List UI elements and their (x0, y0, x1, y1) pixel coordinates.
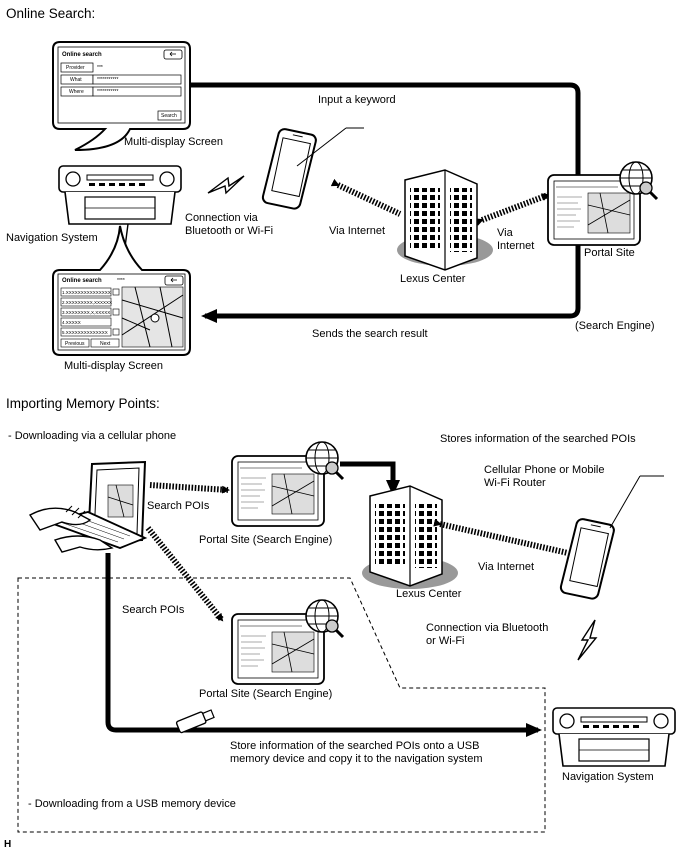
top-screen-row-label: Where (69, 89, 84, 95)
lexus-center-building-2 (369, 485, 443, 587)
top-screen-title: Online search (62, 52, 102, 58)
portal-site-label: Portal Site (584, 247, 635, 259)
cell-phone-label-line2: Wi-Fi Router (484, 477, 546, 489)
smartphone-icon (260, 126, 319, 212)
cell-phone-label-line1: Cellular Phone or Mobile (484, 464, 605, 476)
cellular-phone-icon (558, 516, 617, 602)
laptop-with-hands (28, 460, 148, 553)
download-cellular-label: - Downloading via a cellular phone (8, 430, 177, 442)
top-multi-display-screen (52, 41, 191, 151)
previous-button[interactable]: Previous (65, 341, 85, 347)
connection-label-2-line2: or Wi-Fi (426, 635, 465, 647)
store-info-usb-line1: Store information of the searched POIs o… (230, 740, 480, 752)
via-internet-label-right-line2: Internet (497, 240, 535, 252)
internet-link-router (433, 518, 569, 556)
via-internet-label: Via Internet (478, 561, 535, 573)
sends-result-label: Sends the search result (312, 328, 428, 340)
lexus-center-label: Lexus Center (400, 273, 466, 285)
portal-site-label-mid: Portal Site (Search Engine) (199, 688, 333, 700)
bottom-screen-stars: **** (117, 278, 125, 284)
online-search-heading: Online Search: (6, 6, 96, 21)
multi-display-screen-label-bottom: Multi-display Screen (64, 360, 164, 372)
result-item[interactable]: 5.XXXXXXXXXXXXXX (62, 330, 108, 335)
top-screen-row-label: What (70, 77, 82, 83)
input-keyword-label: Input a keyword (318, 94, 396, 106)
via-internet-label-right-line1: Via (497, 227, 513, 239)
download-usb-label: - Downloading from a USB memory device (28, 798, 236, 810)
internet-link-phone (330, 178, 402, 217)
top-screen-row-value: *** (97, 65, 103, 71)
bottom-multi-display-screen (52, 225, 191, 356)
navigation-system-label: Navigation System (6, 232, 98, 244)
importing-heading: Importing Memory Points: (6, 396, 160, 411)
top-screen-search-button[interactable]: Search (161, 113, 177, 119)
search-pois-link-mid (145, 526, 225, 622)
via-internet-label-left: Via Internet (329, 225, 386, 237)
top-screen-row-value: *********** (97, 77, 119, 83)
top-screen-row-label: Provider (66, 65, 85, 71)
wireless-icon-2 (577, 619, 598, 661)
portal-site-label-top: Portal Site (Search Engine) (199, 534, 333, 546)
wireless-icon (207, 175, 245, 195)
top-screen-row-value: *********** (97, 89, 119, 95)
lexus-center-building (404, 169, 478, 271)
store-info-usb-line2: memory device and copy it to the navigat… (230, 753, 483, 765)
connection-label-line1: Connection via (185, 212, 258, 224)
bottom-screen-title: Online search (62, 278, 102, 284)
connection-label-line2: Bluetooth or Wi-Fi (185, 225, 274, 237)
navigation-system-unit (58, 165, 182, 225)
connection-label-2-line1: Connection via Bluetooth (426, 622, 549, 634)
search-pois-link-top (149, 482, 230, 494)
usb-download-region (17, 577, 546, 833)
stores-info-label: Stores information of the searched POIs (440, 433, 636, 445)
result-item[interactable]: 4.XXXXX (62, 320, 81, 325)
result-item[interactable]: 2.XXXXXXXXX,XXXXXX (62, 300, 113, 305)
search-pois-label-top: Search POIs (147, 500, 210, 512)
navigation-system-unit-2 (552, 707, 676, 767)
multi-display-screen-label-top: Multi-display Screen (124, 136, 224, 148)
search-pois-label-mid: Search POIs (122, 604, 185, 616)
internet-link-portal (474, 192, 550, 226)
navigation-system-label-2: Navigation System (562, 771, 654, 783)
result-item[interactable]: 1.XXXXXXXXXXXXXXX (62, 290, 111, 295)
lexus-center-label-2: Lexus Center (396, 588, 462, 600)
usb-memory-icon (175, 709, 215, 734)
corner-mark: H (4, 839, 12, 850)
result-item[interactable]: 3.XXXXXXXX,X,XXXXX (62, 310, 111, 315)
next-button[interactable]: Next (100, 341, 111, 347)
search-engine-label: (Search Engine) (575, 320, 655, 332)
